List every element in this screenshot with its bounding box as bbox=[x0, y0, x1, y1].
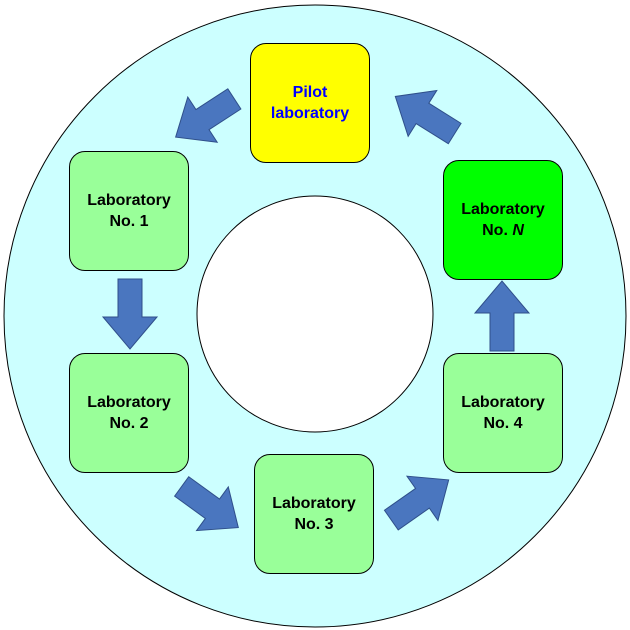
arrow-lab4-to-labn-icon bbox=[473, 280, 531, 352]
pilot-label-line1: Pilot bbox=[292, 84, 328, 101]
laboratory-3-box: Laboratory No. 3 bbox=[254, 454, 374, 574]
lab4-label-line1: Laboratory bbox=[461, 394, 545, 411]
pilot-laboratory-box: Pilot laboratory bbox=[250, 43, 370, 163]
arrow-pilot-to-lab1-icon bbox=[174, 88, 242, 143]
arrow-labn-to-pilot-icon bbox=[394, 89, 462, 145]
pilot-label-line2: laboratory bbox=[270, 105, 350, 122]
laboratory-n-box: Laboratory No. N bbox=[443, 160, 563, 280]
labn-label-line2: No. N bbox=[482, 220, 524, 241]
lab2-label-line2: No. 2 bbox=[109, 415, 149, 432]
arrow-lab2-to-lab3-icon bbox=[173, 476, 239, 532]
arrow-lab1-to-lab2-icon bbox=[101, 278, 159, 350]
labn-variable: N bbox=[512, 222, 524, 239]
lab1-label-line1: Laboratory bbox=[87, 192, 171, 209]
laboratory-4-box: Laboratory No. 4 bbox=[443, 353, 563, 473]
lab3-label-line1: Laboratory bbox=[272, 495, 356, 512]
inner-hole bbox=[196, 195, 434, 433]
labn-label-line1: Laboratory bbox=[461, 201, 545, 218]
lab2-label-line1: Laboratory bbox=[87, 394, 171, 411]
labn-prefix: No. bbox=[482, 222, 513, 239]
lab1-label-line2: No. 1 bbox=[109, 213, 149, 230]
laboratory-2-box: Laboratory No. 2 bbox=[69, 353, 189, 473]
lab3-label-line2: No. 3 bbox=[294, 516, 334, 533]
laboratory-1-box: Laboratory No. 1 bbox=[69, 151, 189, 271]
arrow-lab3-to-lab4-icon bbox=[383, 475, 450, 531]
lab4-label-line2: No. 4 bbox=[483, 415, 523, 432]
